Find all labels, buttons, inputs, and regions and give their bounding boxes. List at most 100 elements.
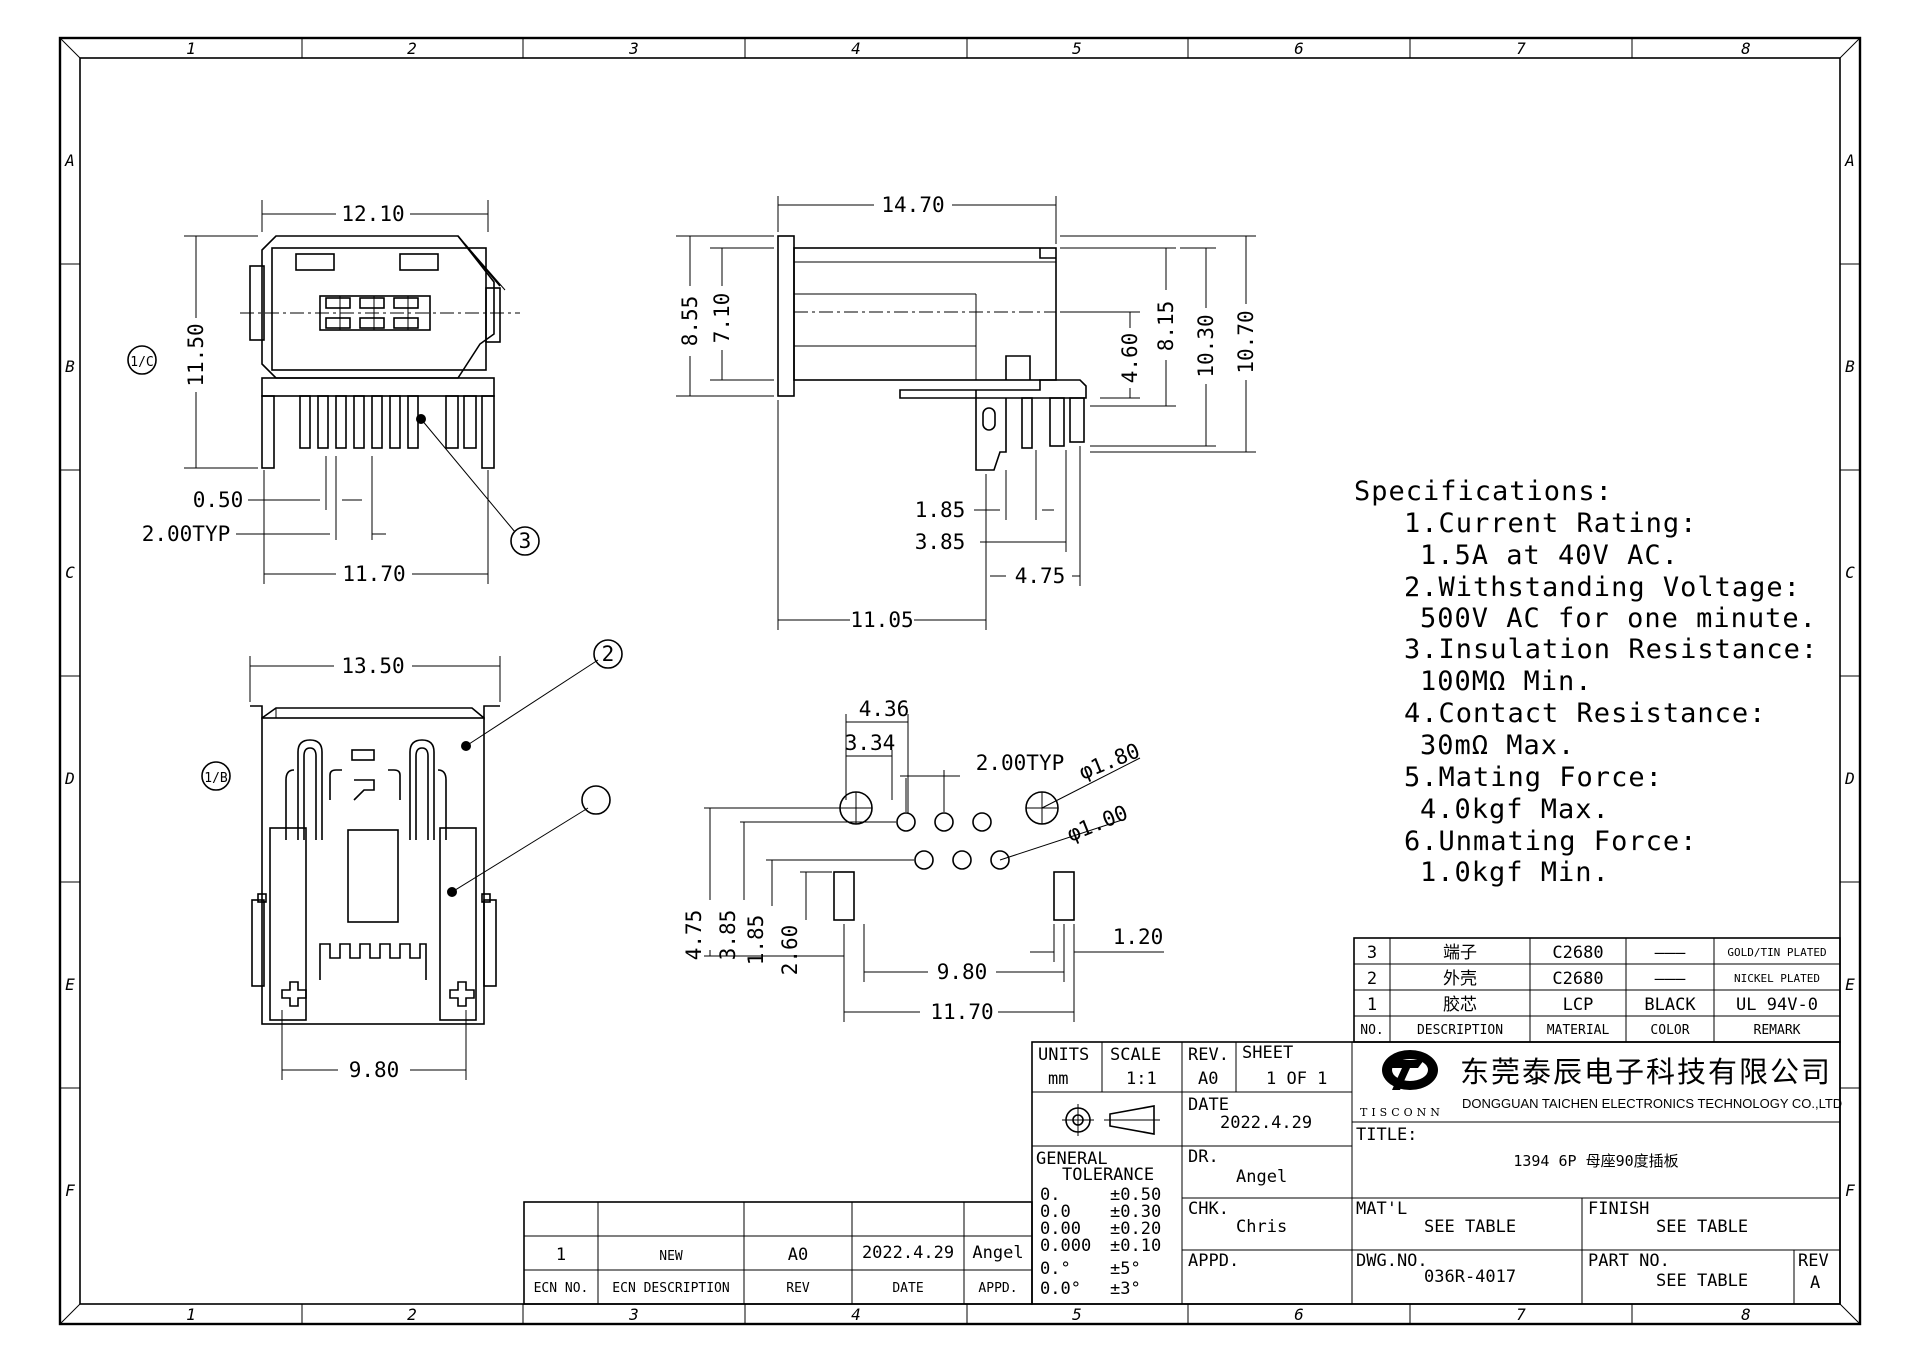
tb-dr: Angel — [1236, 1167, 1287, 1187]
tb-title-label: TITLE: — [1356, 1125, 1417, 1145]
company-name-en: DONGGUAN TAICHEN ELECTRONICS TECHNOLOGY … — [1462, 1096, 1842, 1111]
bom-r3-remark: GOLD/TIN PLATED — [1727, 946, 1826, 959]
title-block: UNITS mm SCALE 1:1 REV. A0 SHEET 1 OF 1 … — [1031, 1041, 1842, 1305]
tb-revb-label: REV — [1798, 1251, 1829, 1271]
rev-appd: Angel — [972, 1243, 1023, 1263]
zone-col-3-bottom: 3 — [628, 1305, 639, 1324]
zone-col-3: 3 — [628, 39, 639, 58]
spec-1-label: 1.Current Rating: — [1404, 508, 1697, 539]
dim-0-50: 0.50 — [193, 488, 244, 512]
tb-date: 2022.4.29 — [1220, 1113, 1312, 1133]
bom-h-remark: REMARK — [1754, 1023, 1801, 1038]
front-view: 3 1/C 12.10 11.50 0.50 2.00TYP 11.70 — [127, 200, 540, 586]
zone-col-7-bottom: 7 — [1516, 1305, 1526, 1324]
bom-r2-remark: NICKEL PLATED — [1734, 972, 1820, 985]
bom-r1-color: BLACK — [1644, 995, 1696, 1015]
tb-rev-label: REV. — [1188, 1045, 1229, 1065]
tb-units: mm — [1048, 1069, 1068, 1089]
tb-tol-label-1: GENERAL — [1036, 1149, 1108, 1169]
logo-text: TISCONN — [1360, 1106, 1444, 1119]
balloon-3: 3 — [519, 529, 532, 553]
tb-matl-label: MAT'L — [1356, 1199, 1407, 1219]
specifications: Specifications: 1.Current Rating: 1.5A a… — [1354, 476, 1818, 888]
zone-row-e: E — [65, 975, 75, 994]
zone-row-f: F — [65, 1181, 75, 1200]
bom-r3-desc: 端子 — [1443, 943, 1477, 963]
tb-tol-label-2: TOLERANCE — [1062, 1165, 1154, 1185]
bom-r3-color: ——— — [1655, 943, 1686, 963]
tb-revb: A — [1810, 1273, 1820, 1293]
bom-r2-mat: C2680 — [1552, 969, 1603, 989]
dim-2-60-fp: 2.60 — [778, 925, 802, 976]
zone-row-a: A — [64, 151, 75, 170]
bom-r1-remark: UL 94V-0 — [1736, 995, 1818, 1015]
bom-table: 3 端子 C2680 ——— GOLD/TIN PLATED 2 外壳 C268… — [1353, 937, 1841, 1043]
tb-sheet-label: SHEET — [1242, 1043, 1293, 1063]
tol-0-val: ±0.50 — [1110, 1185, 1161, 1205]
dim-14-70: 14.70 — [881, 193, 944, 217]
tb-scale: 1:1 — [1126, 1069, 1157, 1089]
spec-2-label: 2.Withstanding Voltage: — [1404, 572, 1801, 603]
dim-13-50: 13.50 — [341, 654, 404, 678]
zone-col-6: 6 — [1294, 39, 1304, 58]
zone-row-b-right: B — [1845, 357, 1855, 376]
spec-1-value: 1.5A at 40V AC. — [1420, 540, 1679, 571]
spec-6-label: 6.Unmating Force: — [1404, 826, 1697, 857]
zone-row-e-right: E — [1845, 975, 1855, 994]
spec-4-label: 4.Contact Resistance: — [1404, 698, 1766, 729]
zone-col-6-bottom: 6 — [1294, 1305, 1304, 1324]
bom-r3-no: 3 — [1367, 943, 1377, 963]
rev-h-ecn-desc: ECN DESCRIPTION — [612, 1281, 729, 1296]
bom-r2-desc: 外壳 — [1443, 969, 1477, 989]
dim-3-34: 3.34 — [845, 731, 896, 755]
zone-col-8-bottom: 8 — [1741, 1305, 1751, 1324]
bom-r1-desc: 胶芯 — [1443, 995, 1477, 1015]
zone-col-1: 1 — [186, 39, 196, 58]
dim-phi-1-00: φ1.00 — [1064, 801, 1132, 847]
zone-col-4-bottom: 4 — [851, 1305, 861, 1324]
zone-row-d: D — [64, 769, 75, 788]
projection-symbol-icon — [1062, 1104, 1160, 1136]
dim-4-60: 4.60 — [1118, 333, 1142, 384]
tb-appd-label: APPD. — [1188, 1251, 1239, 1271]
bom-h-mat: MATERIAL — [1547, 1023, 1610, 1038]
dim-11-70-front: 11.70 — [342, 562, 405, 586]
dim-3-85-side: 3.85 — [915, 530, 966, 554]
spec-3-value: 100MΩ Min. — [1420, 666, 1593, 697]
side-view: 14.70 8.55 7.10 4.60 8.15 10.30 10.70 — [676, 193, 1258, 632]
spec-2-value: 500V AC for one minute. — [1420, 603, 1817, 634]
dim-8-15: 8.15 — [1154, 301, 1178, 352]
rev-h-rev: REV — [786, 1281, 810, 1296]
tb-chk-label: CHK. — [1188, 1199, 1229, 1219]
spec-title: Specifications: — [1354, 476, 1613, 507]
rev-ecn-no: 1 — [556, 1245, 566, 1265]
tol-1-val: ±0.30 — [1110, 1202, 1161, 1222]
tol-4-key: 0.° — [1040, 1259, 1071, 1279]
rev-date: 2022.4.29 — [862, 1243, 954, 1263]
bom-r2-color: ——— — [1655, 969, 1686, 989]
dim-11-05: 11.05 — [850, 608, 913, 632]
bom-h-desc: DESCRIPTION — [1417, 1023, 1503, 1038]
bom-r1-mat: LCP — [1563, 995, 1594, 1015]
revision-table: 1 NEW A0 2022.4.29 Angel ECN NO. ECN DES… — [523, 1201, 1033, 1305]
tb-rev: A0 — [1198, 1069, 1218, 1089]
view-tag-c: 1/C — [130, 355, 153, 370]
tb-date-label: DATE — [1188, 1095, 1229, 1115]
tol-0-key: 0. — [1040, 1185, 1060, 1205]
zone-row-b: B — [65, 357, 75, 376]
dim-1-85-side: 1.85 — [915, 498, 966, 522]
tb-dwg-label: DWG.NO. — [1356, 1251, 1428, 1271]
company-name-cn: 东莞泰辰电子科技有限公司 — [1460, 1055, 1832, 1089]
tb-sheet: 1 OF 1 — [1266, 1069, 1327, 1089]
zone-col-7: 7 — [1516, 39, 1526, 58]
tb-chk: Chris — [1236, 1217, 1287, 1237]
zone-col-2: 2 — [407, 39, 417, 58]
spec-3-label: 3.Insulation Resistance: — [1404, 634, 1818, 665]
dim-10-30: 10.30 — [1194, 314, 1218, 377]
tol-5-key: 0.0° — [1040, 1279, 1081, 1299]
dim-8-55: 8.55 — [678, 296, 702, 347]
tb-part: SEE TABLE — [1656, 1271, 1748, 1291]
bom-r3-mat: C2680 — [1552, 943, 1603, 963]
